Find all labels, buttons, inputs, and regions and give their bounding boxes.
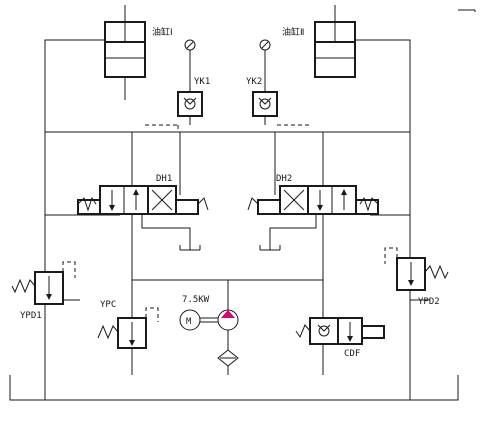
cylinder-2-label: 油缸Ⅱ: [282, 26, 304, 38]
cdf-label: CDF: [344, 349, 360, 359]
cylinder-1: 油缸Ⅰ: [104, 5, 173, 78]
ypd1-label: YPD1: [20, 311, 42, 321]
motor-power-label: 7.5KW: [182, 295, 210, 305]
cylinder-2: 油缸Ⅱ: [282, 5, 356, 78]
dh2-label: DH2: [276, 174, 292, 184]
ypd2-label: YPD2: [418, 297, 440, 307]
relief-valve-ypd1: YPD1: [11, 261, 76, 321]
pump-triangle: [221, 310, 235, 318]
directional-valve-dh1: DH1: [77, 174, 209, 251]
motor-pump-unit: M 7.5KW: [179, 295, 239, 331]
dh1-label: DH1: [156, 174, 172, 184]
ypc-label: YPC: [100, 300, 116, 310]
motor-symbol: M: [186, 317, 192, 327]
directional-valve-dh2: DH2: [247, 174, 379, 251]
motor-icon: [179, 309, 201, 331]
yk2-label: YK2: [246, 77, 262, 87]
cylinder-1-label: 油缸Ⅰ: [152, 26, 173, 38]
filter: [217, 349, 239, 367]
check-valve-yk2: YK2: [246, 77, 310, 126]
check-valve-yk1: YK1: [145, 77, 210, 132]
relief-valve-ypc: YPC: [97, 300, 159, 349]
solenoid-valve-cdf: CDF: [295, 317, 385, 359]
relief-valve-ypd2: YPD2: [384, 247, 449, 307]
yk1-label: YK1: [194, 77, 210, 87]
